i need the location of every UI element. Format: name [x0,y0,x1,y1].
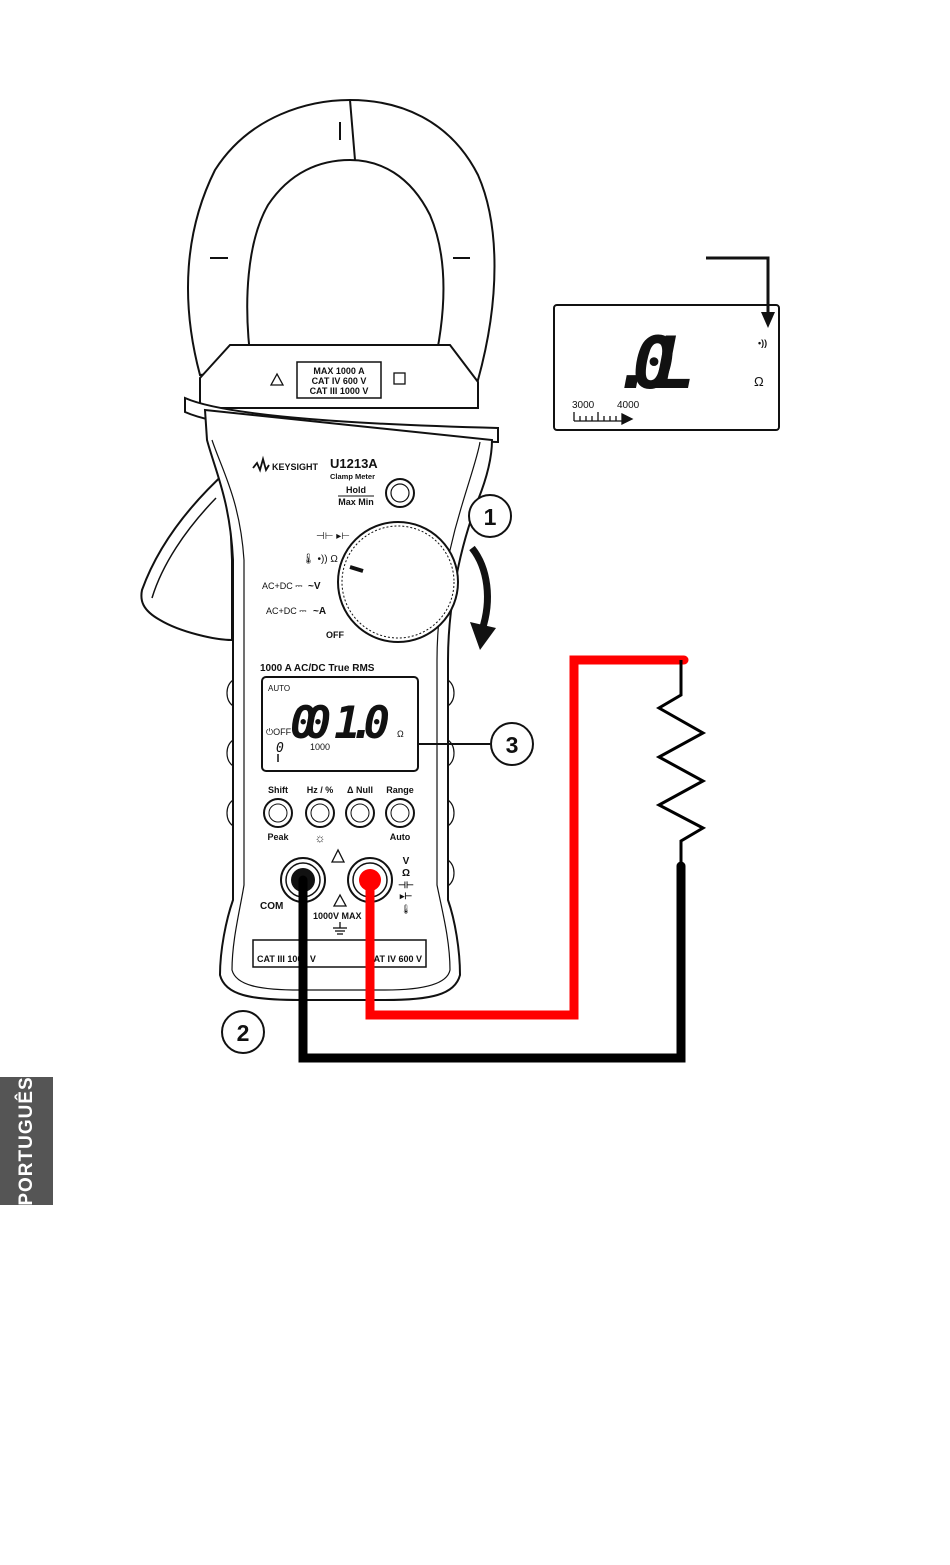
clamp-jaws [188,100,495,380]
display-sub-scale: 1000 [310,742,330,752]
terminal-func-v: V [403,856,410,867]
model-subtitle: Clamp Meter [330,472,375,481]
display-reading: 00 1.0 [290,698,390,749]
rotary-dial[interactable] [338,522,458,642]
hold-button[interactable] [386,479,414,507]
auto-label: Auto [390,832,411,842]
display-sub-left: 0 [276,741,284,756]
range-label: Range [386,785,414,795]
dial-acdc-v: ~V [308,581,321,592]
svg-text:1: 1 [484,504,497,530]
rotation-arrow-icon [470,548,496,650]
range-button[interactable] [386,799,414,827]
svg-text:2: 2 [237,1020,250,1046]
max-voltage-label: 1000V MAX [313,911,362,921]
main-display: AUTO 00 1.0 Ω ⏻OFF 0 1000 [262,677,418,771]
display-auto: AUTO [268,684,290,693]
peak-label: Peak [267,832,289,842]
dial-acdc-a: ~A [313,606,326,617]
hz-button[interactable] [306,799,334,827]
inset-unit: Ω [754,374,764,389]
language-tab-label: PORTUGUÊS [16,1076,38,1205]
callout-1: 1 [469,495,511,537]
dial-acdc-v-prefix: AC+DC ⎓ [262,581,302,591]
model-label: U1213A [330,456,378,471]
dial-off: OFF [326,630,344,640]
terminal-func-diode: ▸⊢ [399,891,413,901]
dial-acdc-a-prefix: AC+DC ⎓ [266,606,306,616]
jaw-rating-2: CAT IV 600 V [312,376,367,386]
shift-button[interactable] [264,799,292,827]
backlight-icon: ☼ [315,831,326,845]
dial-temp-ohm: 🌡 •)) Ω [302,553,338,565]
terminal-func-cap: ⊣⊢ [398,880,414,890]
inset-scale-right: 4000 [617,400,640,411]
dial-cap-diode: ⊣⊢ ▸⊢ [316,531,350,542]
display-apo: ⏻OFF [266,727,292,737]
jaw-rating-plate: MAX 1000 A CAT IV 600 V CAT III 1000 V [200,345,478,408]
com-label: COM [260,901,283,912]
inset-display: .0L •)) Ω 3000 4000 [554,305,779,430]
hold-label: Hold [346,485,366,495]
language-tab: PORTUGUÊS [0,1077,53,1205]
inset-beeper-icon: •)) [758,338,767,348]
null-button[interactable] [346,799,374,827]
null-label: Δ Null [347,785,373,795]
jaw-rating-1: MAX 1000 A [313,366,365,376]
callout-2: 2 [222,1011,264,1053]
terminal-func-temp: 🌡 [400,904,411,914]
hz-label: Hz / % [307,785,334,795]
cat-right-label: CAT IV 600 V [367,954,422,964]
jaw-rating-3: CAT III 1000 V [310,386,369,396]
inset-scale-left: 3000 [572,400,595,411]
inset-reading: .0L [612,321,696,405]
maxmin-label: Max Min [338,497,374,507]
svg-text:3: 3 [506,732,519,758]
resistor-icon [659,660,703,866]
shift-label: Shift [268,785,288,795]
terminal-func-ohm: Ω [402,868,410,879]
rms-label: 1000 A AC/DC True RMS [260,663,375,674]
display-unit: Ω [397,729,404,739]
brand-label: KEYSIGHT [272,462,319,472]
